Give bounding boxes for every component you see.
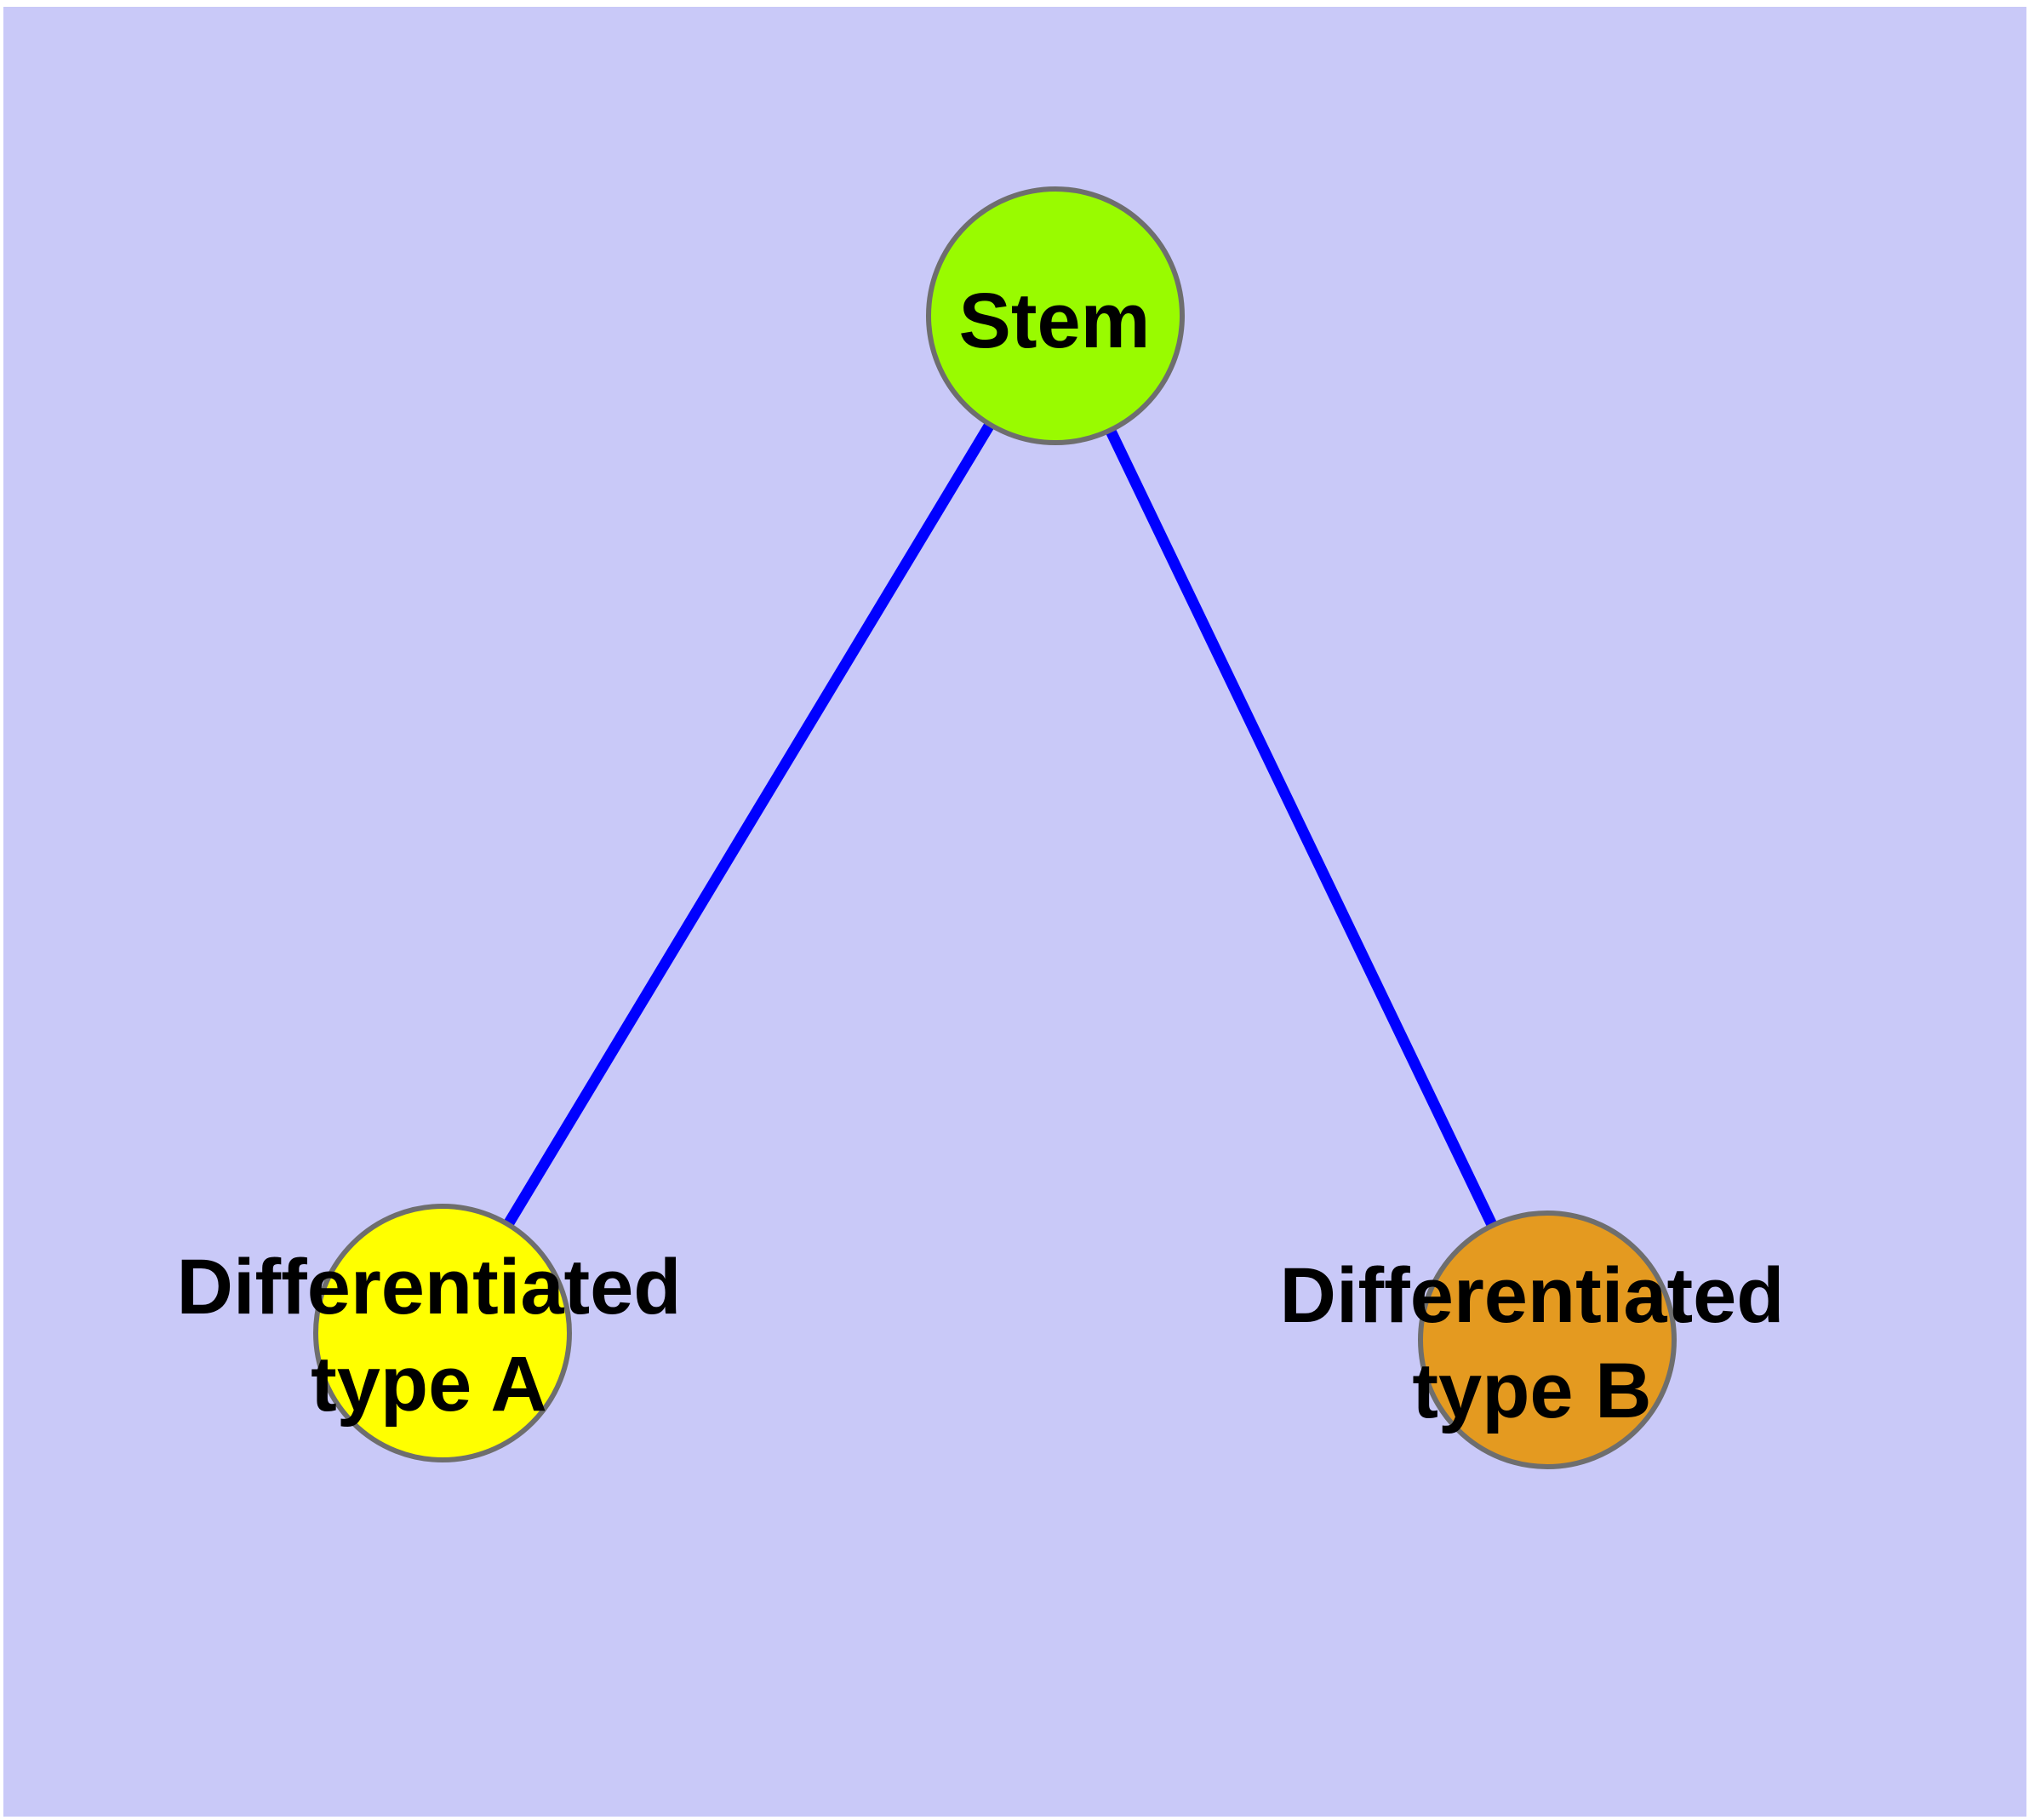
edge-stem-to-type-a[interactable] xyxy=(437,312,1060,1336)
edge-stem-to-type-b[interactable] xyxy=(1050,313,1552,1342)
node-stem-label: Stem xyxy=(959,278,1151,364)
node-stem[interactable] xyxy=(926,186,1185,445)
node-type-b-label-line1: Differentiated xyxy=(1280,1252,1785,1339)
node-differentiated-type-a[interactable] xyxy=(313,1204,572,1462)
node-type-a-label-line1: Differentiated xyxy=(177,1244,682,1331)
node-differentiated-type-b[interactable] xyxy=(1418,1210,1677,1469)
node-type-b-label-line2: type B xyxy=(1412,1348,1651,1434)
node-type-a-label-line2: type A xyxy=(311,1341,547,1428)
